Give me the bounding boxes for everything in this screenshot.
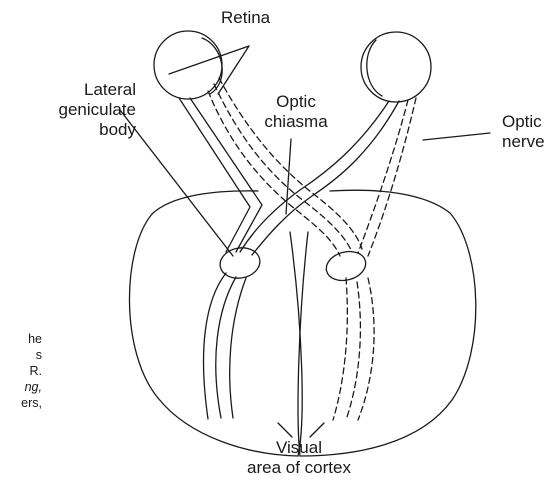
- visual-area-pointer-line: [310, 423, 324, 437]
- retina-label: Retina: [221, 8, 270, 28]
- left-hemisphere-medial-edge: [290, 232, 302, 456]
- right-optic-radiation: [346, 282, 360, 420]
- right-optic-radiation: [358, 278, 374, 420]
- left-eye-uncrossed-fibres: [179, 98, 250, 252]
- lateral-geniculate-label: Lateral geniculate body: [40, 80, 136, 140]
- clipped-caption-fragment: he s R. ng, ers,: [0, 331, 42, 411]
- left-optic-radiation: [216, 277, 236, 418]
- right-optic-radiation: [333, 278, 347, 420]
- optic-nerve-pointer-line: [423, 133, 490, 140]
- right-cerebral-hemisphere: [300, 190, 476, 456]
- optic-chiasma-label: Optic chiasma: [258, 92, 334, 132]
- visual-area-label: Visual area of cortex: [224, 438, 374, 478]
- optic-chiasma-pointer-line: [286, 139, 291, 214]
- left-optic-radiation: [230, 278, 246, 418]
- optic-nerve-label: Optic nerve: [502, 112, 545, 152]
- right-eye-uncrossed-fibres: [358, 100, 408, 253]
- visual-area-pointer-line: [278, 423, 292, 437]
- left-optic-radiation: [204, 273, 226, 419]
- right-eye-uncrossed-fibres: [368, 98, 416, 256]
- right-hemisphere-medial-edge: [298, 232, 308, 456]
- lateral-geniculate-pointer-line: [120, 110, 233, 256]
- left-eye-uncrossed-fibres: [190, 98, 262, 252]
- right-eyeball: [361, 32, 431, 102]
- left-eyeball: [154, 31, 222, 99]
- retina-pointer-line: [169, 46, 249, 74]
